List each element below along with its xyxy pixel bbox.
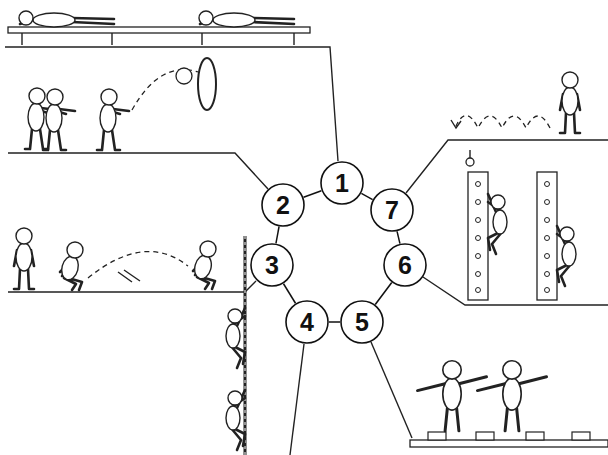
hole <box>476 254 481 259</box>
hook <box>469 150 470 158</box>
bench <box>8 27 310 45</box>
ring-connector <box>329 321 340 323</box>
panel-divider <box>423 277 608 305</box>
hole <box>476 288 481 293</box>
station-circle: 6 <box>383 243 427 287</box>
circle-shape <box>262 184 304 226</box>
hole <box>476 182 481 187</box>
person-figure <box>557 226 576 286</box>
hole <box>476 236 481 241</box>
bench-top <box>8 27 310 33</box>
person-figure <box>19 11 114 27</box>
wall-bar <box>537 172 557 300</box>
circle-shape <box>321 162 363 204</box>
hole <box>476 272 481 277</box>
hole <box>545 254 550 259</box>
hole <box>545 182 550 187</box>
person-figure <box>14 228 34 289</box>
circle-shape <box>384 244 426 286</box>
panel-divider <box>5 47 338 161</box>
person-figure <box>226 308 245 368</box>
ring-connector <box>284 284 296 304</box>
person-figure <box>560 72 580 133</box>
hook-ring <box>466 158 474 166</box>
ball <box>176 68 192 84</box>
ring-connector <box>361 193 372 199</box>
rope-twist <box>245 236 246 455</box>
station-circle: 2 <box>261 183 305 227</box>
rope <box>244 236 247 455</box>
station-number: 1 <box>335 169 349 198</box>
bar-holes <box>476 182 550 293</box>
bench-top <box>410 440 608 447</box>
circle-shape <box>341 301 383 343</box>
station-circle: 5 <box>340 300 384 344</box>
block <box>572 432 590 440</box>
wall-bar <box>468 172 488 300</box>
hole <box>545 272 550 277</box>
panel-divider <box>371 342 412 438</box>
panel-divider <box>8 153 268 189</box>
person-figure <box>418 361 487 431</box>
ring-connector <box>375 283 392 305</box>
person-figure <box>97 89 129 150</box>
person-figure <box>192 241 216 289</box>
ring-connector <box>397 231 400 243</box>
jump-path <box>88 252 188 278</box>
panel-divider <box>8 281 256 292</box>
person-figure <box>478 361 547 431</box>
hop-path <box>456 115 550 128</box>
block <box>476 432 494 440</box>
person-figure <box>199 11 294 27</box>
circle-shape <box>251 244 293 286</box>
station-number: 3 <box>265 251 279 280</box>
station-circle: 4 <box>285 300 329 344</box>
station-number: 5 <box>355 308 369 337</box>
ring-connector <box>304 191 322 198</box>
hole <box>476 218 481 223</box>
block <box>526 432 544 440</box>
person-figure <box>226 390 245 450</box>
hoop <box>198 58 216 110</box>
station-number: 6 <box>398 251 412 280</box>
hole <box>476 200 481 205</box>
panel-divider <box>290 344 304 455</box>
station-circle: 1 <box>320 161 364 205</box>
blocks <box>428 432 590 440</box>
person-figure <box>488 194 507 254</box>
station-number: 2 <box>276 191 290 220</box>
hole <box>545 288 550 293</box>
floor-mark <box>118 270 140 282</box>
hole <box>545 200 550 205</box>
circle-shape <box>371 189 413 231</box>
person-figure <box>59 242 83 290</box>
ring-connector <box>276 227 279 244</box>
person-figure <box>43 89 75 150</box>
hole <box>545 218 550 223</box>
circle-shape <box>286 301 328 343</box>
block <box>428 432 446 440</box>
station-circle: 7 <box>370 188 414 232</box>
hole <box>545 236 550 241</box>
hop-arrowhead <box>451 120 461 128</box>
bench-legs <box>22 33 294 45</box>
station-number: 7 <box>385 196 399 225</box>
station-circle: 3 <box>250 243 294 287</box>
panel-divider <box>406 140 608 193</box>
station-number: 4 <box>300 308 314 337</box>
